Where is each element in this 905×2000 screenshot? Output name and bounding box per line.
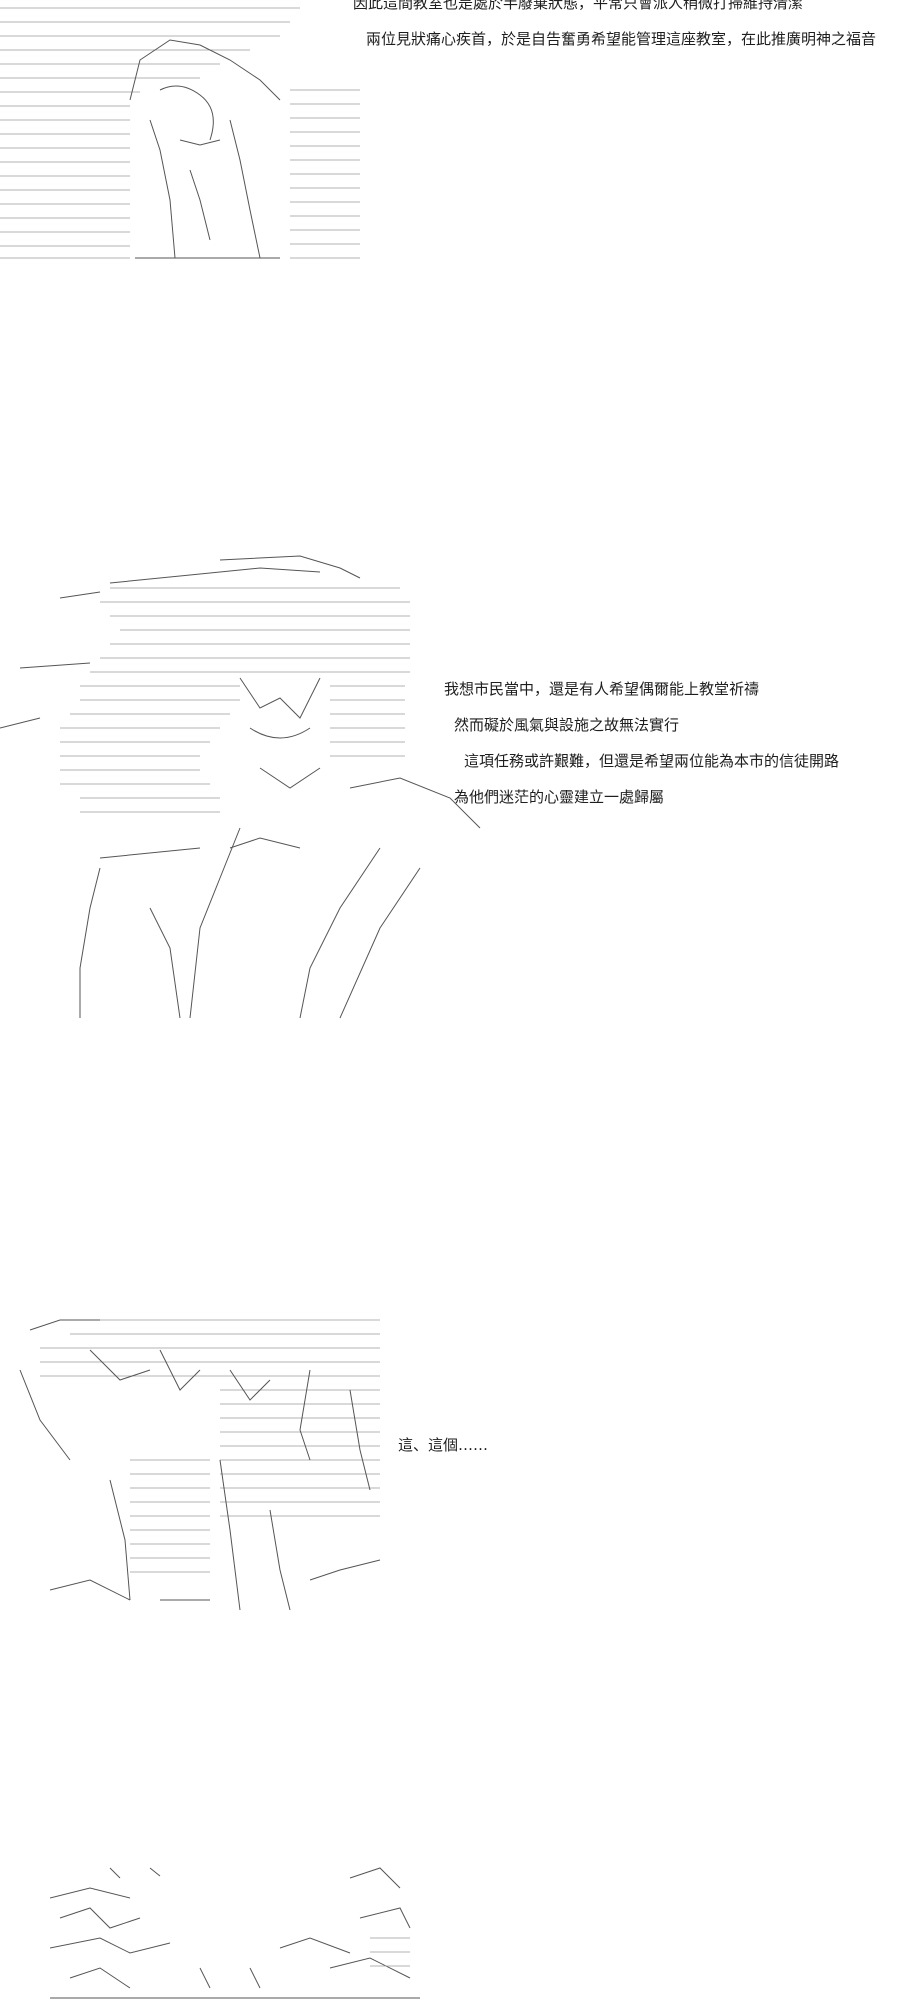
narration-line: 兩位見狀痛心疾首，於是自告奮勇希望能管理這座教室，在此推廣明神之福音 (366, 30, 877, 48)
dialogue-line: 我想市民當中，還是有人希望偶爾能上教堂祈禱 (444, 680, 760, 698)
ascii-art-figure-2 (0, 548, 500, 1028)
dialogue-line: 這、這個…… (398, 1436, 489, 1454)
narration-line: 因此這間教室也是處於半廢棄狀態，平常只會派人稍微打掃維持清潔 (353, 0, 804, 12)
dialogue-line: 為他們迷茫的心靈建立一處歸屬 (454, 788, 665, 806)
ascii-art-figure-4 (50, 1858, 420, 2000)
dialogue-line: 這項任務或許艱難，但還是希望兩位能為本市的信徒開路 (464, 752, 840, 770)
dialogue-line: 然而礙於風氣與設施之故無法實行 (454, 716, 680, 734)
ascii-art-figure-3 (10, 1310, 390, 1620)
ascii-art-figure-1 (0, 0, 370, 268)
